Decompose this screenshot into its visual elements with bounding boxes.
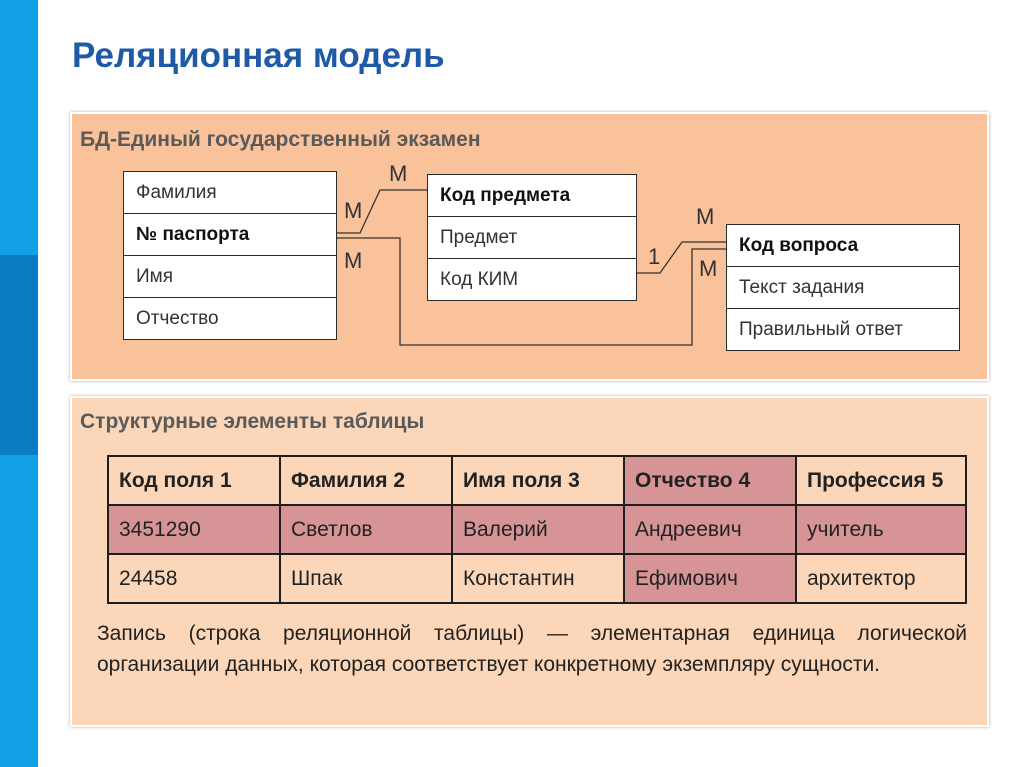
field-correct-answer: Правильный ответ bbox=[739, 319, 903, 340]
field-subject-code: Код предмета bbox=[428, 175, 636, 217]
table-row: 24458 Шпак Константин Ефимович архитекто… bbox=[107, 553, 967, 604]
field-passport: № паспорта bbox=[124, 214, 336, 256]
header-cell: Профессия 5 bbox=[795, 455, 967, 506]
link-student-question bbox=[336, 237, 728, 346]
cardinality-label: М bbox=[344, 248, 363, 273]
field-question-code: Код вопроса bbox=[727, 225, 959, 267]
table-structure-title: Структурные элементы таблицы bbox=[80, 410, 425, 433]
er-diagram-panel: БД-Единый государственный экзамен Фамили… bbox=[70, 112, 989, 381]
table-cell: Светлов bbox=[279, 504, 453, 555]
table-cell: Валерий bbox=[451, 504, 625, 555]
slide-title: Реляционная модель bbox=[72, 36, 445, 75]
entity-subject: Код предмета Предмет Код КИМ bbox=[427, 174, 637, 301]
field-familiya: Фамилия bbox=[124, 172, 336, 214]
table-cell: Константин bbox=[451, 553, 625, 604]
field-imya: Имя bbox=[124, 256, 336, 298]
cardinality-label: М bbox=[389, 161, 408, 186]
relationship-lines bbox=[336, 189, 728, 346]
header-cell: Имя поля 3 bbox=[451, 455, 625, 506]
left-accent-bar-dark bbox=[0, 255, 38, 455]
entity-student: Фамилия № паспорта Имя Отчество bbox=[123, 171, 337, 340]
relational-table: Код поля 1 Фамилия 2 Имя поля 3 Отчество… bbox=[107, 455, 967, 604]
header-cell: Фамилия 2 bbox=[279, 455, 453, 506]
table-cell: 24458 bbox=[107, 553, 281, 604]
table-cell: Ефимович bbox=[623, 553, 797, 604]
field-subject: Предмет bbox=[428, 217, 636, 259]
entity-question: Код вопроса Текст задания Правильный отв… bbox=[726, 224, 960, 351]
cardinality-label: М bbox=[696, 204, 715, 229]
definition-text: Запись (строка реляционной таблицы) — эл… bbox=[97, 622, 967, 676]
field-otchestvo: Отчество bbox=[136, 308, 219, 329]
cardinality-label: М bbox=[344, 198, 363, 223]
field-kim-code: Код КИМ bbox=[440, 269, 519, 290]
table-cell: архитектор bbox=[795, 553, 967, 604]
header-cell: Отчество 4 bbox=[623, 455, 797, 506]
link-student-subject bbox=[336, 189, 428, 234]
left-accent-bar bbox=[0, 0, 38, 767]
link-subject-question bbox=[636, 241, 728, 274]
cardinality-label: 1 bbox=[648, 244, 661, 269]
table-row: 3451290 Светлов Валерий Андреевич учител… bbox=[107, 504, 967, 555]
er-diagram-title: БД-Единый государственный экзамен bbox=[80, 128, 481, 151]
field-task-text: Текст задания bbox=[727, 267, 959, 309]
table-header-row: Код поля 1 Фамилия 2 Имя поля 3 Отчество… bbox=[107, 455, 967, 506]
table-cell: Шпак bbox=[279, 553, 453, 604]
table-structure-panel: Структурные элементы таблицы Код поля 1 … bbox=[70, 396, 989, 727]
header-cell: Код поля 1 bbox=[107, 455, 281, 506]
table-cell: 3451290 bbox=[107, 504, 281, 555]
table-cell: Андреевич bbox=[623, 504, 797, 555]
cardinality-label: М bbox=[699, 256, 718, 281]
table-cell: учитель bbox=[795, 504, 967, 555]
